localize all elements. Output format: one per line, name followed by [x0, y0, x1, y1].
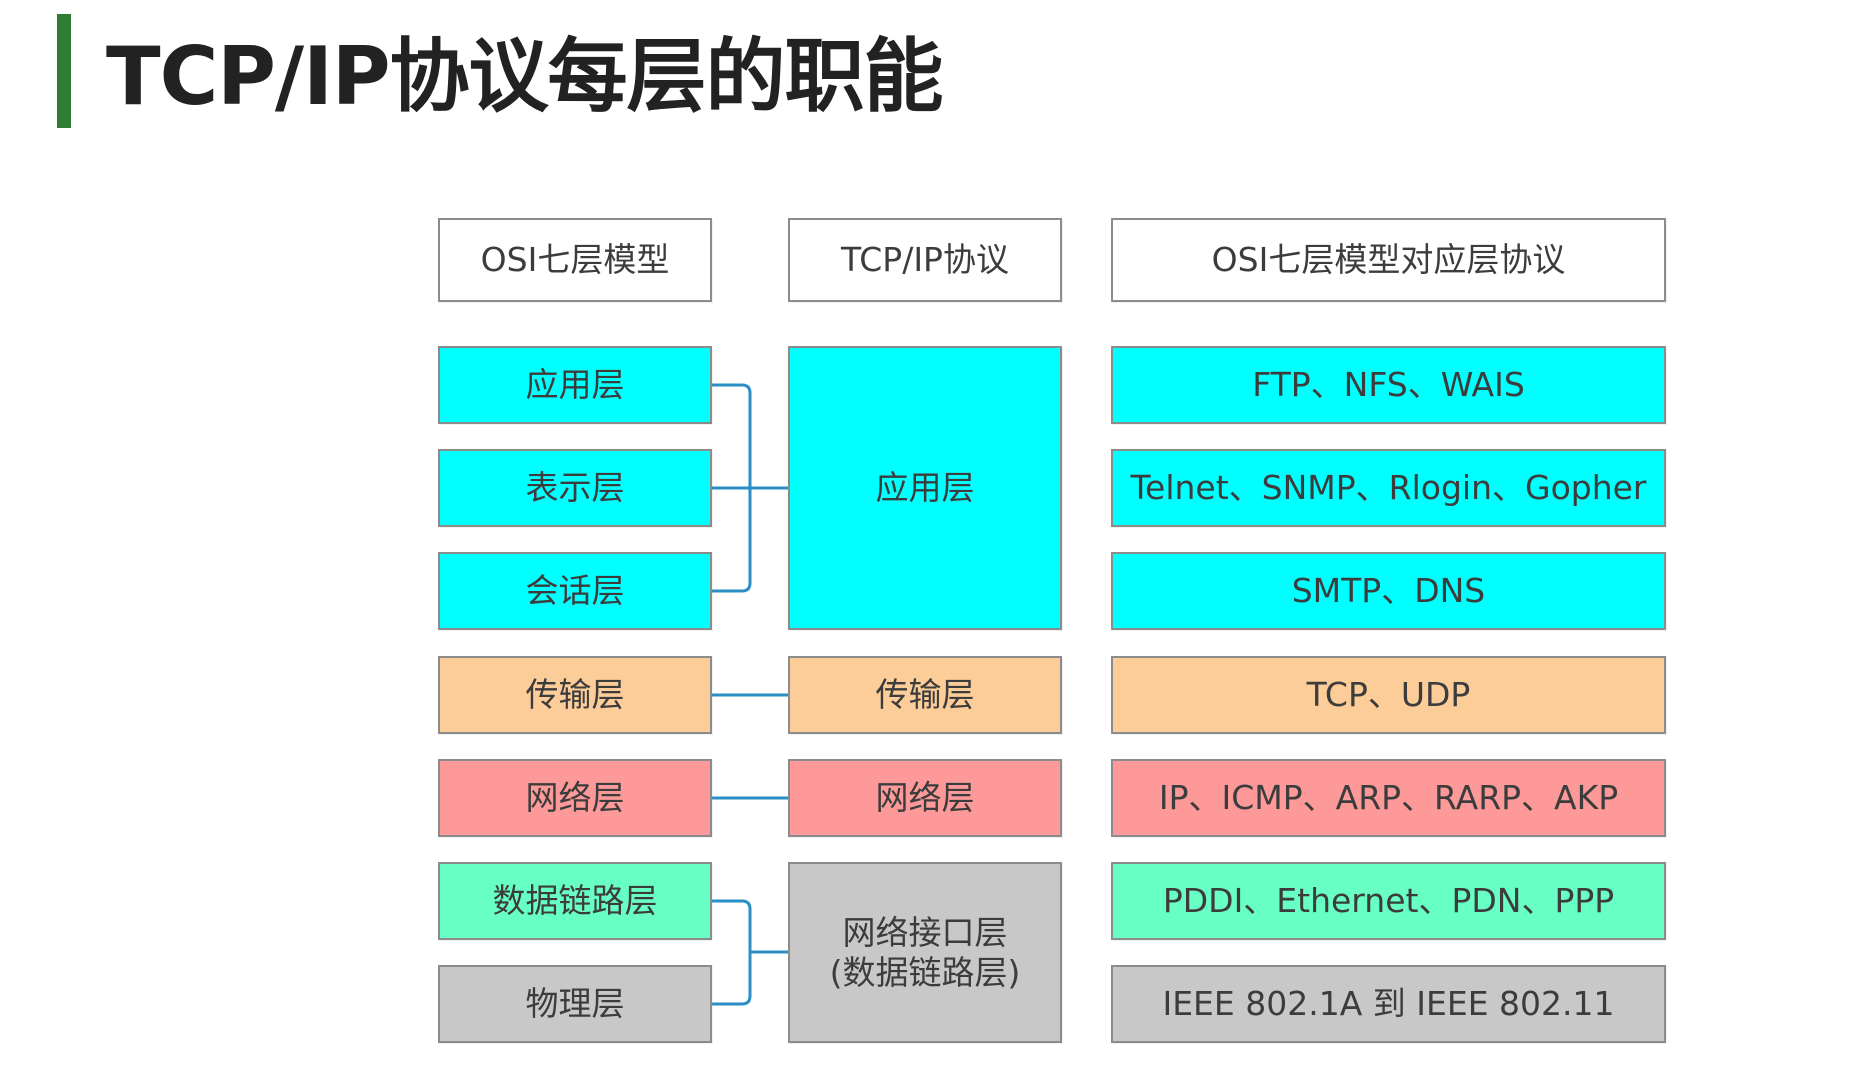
- protocols-network: IP、ICMP、ARP、RARP、AKP: [1111, 759, 1666, 837]
- header-osi-label: OSI七层模型: [480, 240, 670, 280]
- tcpip-layer-label: 应用层: [875, 468, 975, 508]
- osi-layer-label: 应用层: [525, 365, 625, 405]
- osi-layer-network: 网络层: [438, 759, 712, 837]
- protocols-transport: TCP、UDP: [1111, 656, 1666, 734]
- osi-layer-application: 应用层: [438, 346, 712, 424]
- tcpip-layer-label: 传输层: [875, 675, 975, 715]
- protocols-application: FTP、NFS、WAIS: [1111, 346, 1666, 424]
- tcpip-layer-label: 网络接口层: [842, 912, 1008, 952]
- protocols-datalink: PDDI、Ethernet、PDN、PPP: [1111, 862, 1666, 940]
- osi-layer-label: 数据链路层: [492, 881, 658, 921]
- header-osi: OSI七层模型: [438, 218, 712, 302]
- page-title: TCP/IP协议每层的职能: [106, 30, 944, 123]
- tcpip-layer-sublabel: (数据链路层): [829, 952, 1021, 992]
- osi-layer-session: 会话层: [438, 552, 712, 630]
- protocols-label: IEEE 802.1A 到 IEEE 802.11: [1162, 984, 1615, 1024]
- protocols-label: FTP、NFS、WAIS: [1252, 365, 1525, 405]
- protocols-label: IP、ICMP、ARP、RARP、AKP: [1158, 778, 1619, 818]
- osi-layer-label: 表示层: [525, 468, 625, 508]
- osi-layer-label: 会话层: [525, 571, 625, 611]
- header-tcpip: TCP/IP协议: [788, 218, 1062, 302]
- tcpip-layer-transport: 传输层: [788, 656, 1062, 734]
- protocols-label: Telnet、SNMP、Rlogin、Gopher: [1130, 468, 1647, 508]
- osi-layer-datalink: 数据链路层: [438, 862, 712, 940]
- connector-upper-bracket: [712, 383, 788, 593]
- tcpip-layer-label: 网络层: [875, 778, 975, 818]
- osi-layer-physical: 物理层: [438, 965, 712, 1043]
- osi-layer-label: 网络层: [525, 778, 625, 818]
- protocols-label: TCP、UDP: [1306, 675, 1471, 715]
- tcpip-layer-application: 应用层: [788, 346, 1062, 630]
- osi-layer-presentation: 表示层: [438, 449, 712, 527]
- header-protocols-label: OSI七层模型对应层协议: [1211, 240, 1566, 280]
- protocols-session: SMTP、DNS: [1111, 552, 1666, 630]
- title-accent-bar: [57, 14, 71, 128]
- osi-layer-label: 物理层: [525, 984, 625, 1024]
- protocols-label: PDDI、Ethernet、PDN、PPP: [1162, 881, 1615, 921]
- protocols-physical: IEEE 802.1A 到 IEEE 802.11: [1111, 965, 1666, 1043]
- tcpip-layer-network-interface: 网络接口层 (数据链路层): [788, 862, 1062, 1043]
- header-protocols: OSI七层模型对应层协议: [1111, 218, 1666, 302]
- tcpip-layer-network: 网络层: [788, 759, 1062, 837]
- osi-layer-label: 传输层: [525, 675, 625, 715]
- protocols-presentation: Telnet、SNMP、Rlogin、Gopher: [1111, 449, 1666, 527]
- connector-lower-bracket: [712, 899, 788, 1006]
- protocols-label: SMTP、DNS: [1291, 571, 1486, 611]
- osi-layer-transport: 传输层: [438, 656, 712, 734]
- header-tcpip-label: TCP/IP协议: [841, 240, 1009, 280]
